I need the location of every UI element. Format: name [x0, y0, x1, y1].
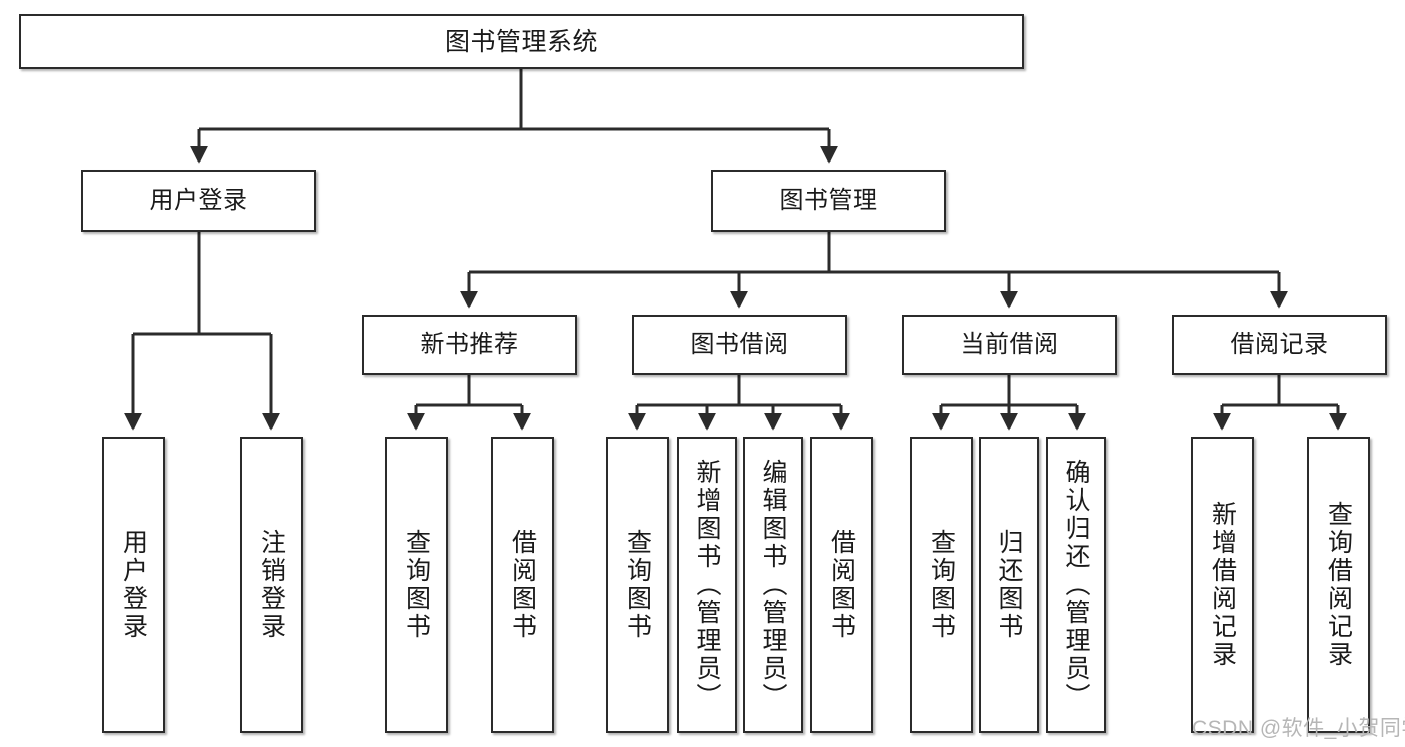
node-leaf-borrow-book-1[interactable]: 借阅图书 [491, 437, 554, 733]
node-book-borrow[interactable]: 图书借阅 [632, 315, 847, 375]
node-label: 图书管理 [779, 186, 878, 214]
node-leaf-confirm-return[interactable]: 确认归还（管理员） [1046, 437, 1106, 733]
node-label: 编辑图书（管理员） [759, 459, 787, 711]
node-label: 确认归还（管理员） [1062, 459, 1090, 711]
node-new-book-recommend[interactable]: 新书推荐 [362, 315, 577, 375]
node-borrow-record[interactable]: 借阅记录 [1172, 315, 1387, 375]
node-leaf-add-book[interactable]: 新增图书（管理员） [677, 437, 737, 733]
node-label: 查询借阅记录 [1324, 501, 1353, 669]
node-leaf-return-book[interactable]: 归还图书 [979, 437, 1039, 733]
node-label: 借阅图书 [827, 529, 856, 641]
node-label: 新增借阅记录 [1208, 501, 1237, 669]
node-label: 用户登录 [149, 186, 248, 214]
node-label: 借阅记录 [1230, 330, 1329, 358]
node-label: 新书推荐 [420, 330, 519, 358]
node-label: 用户登录 [119, 529, 148, 641]
node-leaf-query-book-3[interactable]: 查询图书 [910, 437, 973, 733]
node-leaf-add-borrow-record[interactable]: 新增借阅记录 [1191, 437, 1254, 733]
node-leaf-query-book-2[interactable]: 查询图书 [606, 437, 669, 733]
node-leaf-query-borrow-record[interactable]: 查询借阅记录 [1307, 437, 1370, 733]
node-label: 借阅图书 [508, 529, 537, 641]
node-leaf-edit-book[interactable]: 编辑图书（管理员） [743, 437, 803, 733]
node-label: 当前借阅 [960, 330, 1059, 358]
node-current-borrow[interactable]: 当前借阅 [902, 315, 1117, 375]
node-leaf-borrow-book-2[interactable]: 借阅图书 [810, 437, 873, 733]
node-leaf-logout-login[interactable]: 注销登录 [240, 437, 303, 733]
node-label: 图书管理系统 [444, 27, 598, 56]
node-user-login[interactable]: 用户登录 [81, 170, 316, 232]
node-label: 注销登录 [257, 529, 286, 641]
node-label: 查询图书 [927, 529, 956, 641]
node-leaf-user-login[interactable]: 用户登录 [102, 437, 165, 733]
node-label: 查询图书 [623, 529, 652, 641]
csdn-watermark: CSDN @软件_小贺同学 [1192, 717, 1405, 740]
node-leaf-query-book-1[interactable]: 查询图书 [385, 437, 448, 733]
node-root-system[interactable]: 图书管理系统 [19, 14, 1024, 69]
node-label: 查询图书 [402, 529, 431, 641]
node-label: 新增图书（管理员） [693, 459, 721, 711]
node-book-management[interactable]: 图书管理 [711, 170, 946, 232]
node-label: 归还图书 [995, 529, 1023, 641]
node-label: 图书借阅 [690, 330, 789, 358]
